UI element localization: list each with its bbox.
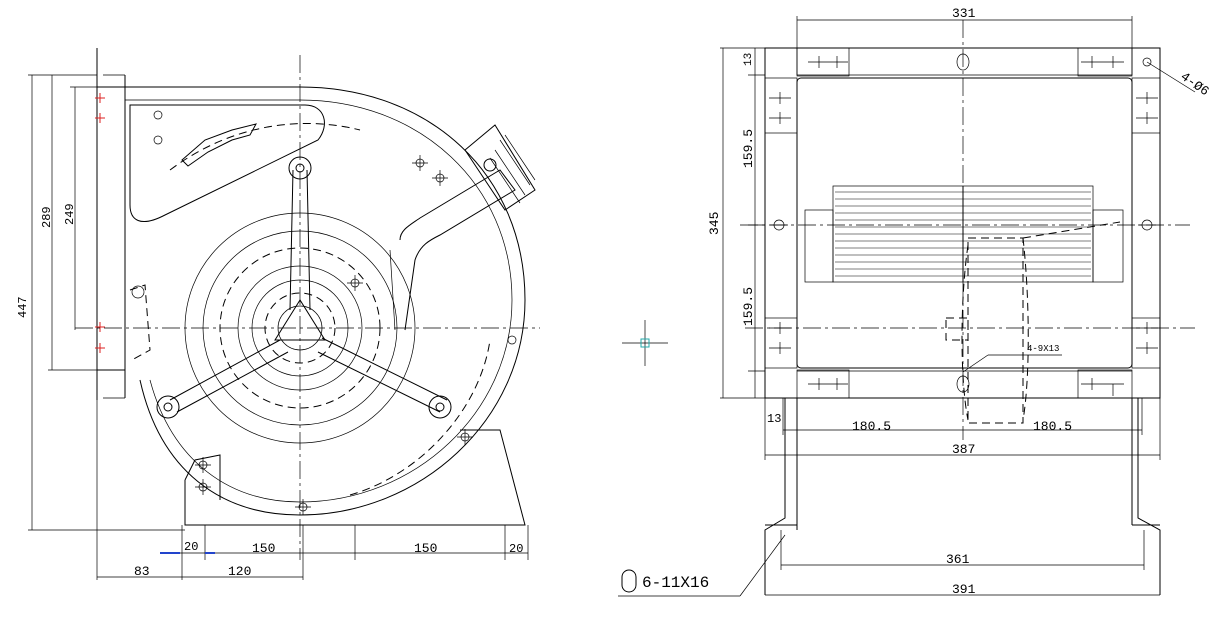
side-view: 447 289 249 20 150 150 20	[16, 48, 540, 580]
dim-text-20-left: 20	[184, 540, 198, 554]
flange-red-markers	[95, 93, 105, 353]
dim-text-387: 387	[952, 442, 975, 457]
terminal-box	[464, 124, 536, 211]
dim-text-159-5-top: 159.5	[741, 129, 756, 168]
dim-text-447: 447	[16, 296, 30, 318]
dim-text-13-top: 13	[743, 53, 755, 66]
front-flange-frame	[764, 47, 1161, 399]
corner-tabs	[764, 47, 1161, 399]
hole-note: 4-Ø6	[1146, 61, 1212, 99]
dim-249: 249	[63, 86, 97, 330]
dim-text-20-right: 20	[509, 542, 523, 556]
dim-bottom-row-2: 83 120	[96, 400, 304, 580]
dim-text-361: 361	[946, 552, 970, 567]
dim-text-159-5-bottom: 159.5	[741, 287, 756, 326]
dim-text-180-5-left: 180.5	[852, 419, 891, 434]
dim-text-150-right: 150	[414, 541, 437, 556]
dim-text-331: 331	[952, 6, 976, 21]
dim-289: 289	[40, 75, 97, 371]
center-marker	[622, 320, 668, 366]
slot-note-text: 4-9X13	[1027, 344, 1059, 354]
inlet-emboss-panel	[129, 104, 325, 223]
dim-text-150-left: 150	[252, 541, 275, 556]
dim-text-249: 249	[63, 203, 77, 225]
dim-left-stack: 13 159.5 345 159.5	[707, 47, 765, 399]
dim-387: 387	[764, 398, 1161, 460]
bolt-cross-marks	[195, 155, 517, 515]
hole-note-text: 4-Ø6	[1178, 69, 1212, 99]
scroll-housing-outer	[125, 86, 526, 516]
dim-447: 447	[16, 74, 185, 531]
dim-mid-row: 13 180.5 180.5	[767, 398, 1143, 435]
dim-331: 331	[796, 6, 1133, 75]
dim-361: 361	[780, 530, 1145, 570]
front-view: 4-9X13 4-Ø6 331 13 159.5 345 159.5	[618, 6, 1212, 597]
dim-391: 391	[765, 582, 1160, 597]
dim-text-180-5-right: 180.5	[1033, 419, 1072, 434]
dim-text-289: 289	[40, 206, 54, 228]
airflow-arrow-icon	[181, 123, 257, 167]
dim-text-83: 83	[134, 564, 150, 579]
base-slot-note-text: 6-11X16	[642, 574, 709, 592]
slot-note: 4-9X13	[962, 344, 1062, 373]
front-housing-box	[796, 77, 1133, 369]
outlet-duct	[399, 169, 516, 331]
dim-bottom-row-1: 20 150 150 20	[160, 525, 529, 560]
spider-arms	[156, 156, 452, 419]
dim-text-120: 120	[228, 564, 251, 579]
side-flange-plate	[96, 86, 126, 371]
motor-dashed	[945, 221, 1121, 424]
dim-text-345: 345	[707, 212, 722, 235]
dim-text-13-mid: 13	[767, 412, 781, 426]
base-foot	[184, 429, 526, 526]
dim-text-391: 391	[952, 582, 976, 597]
base-slot-note: 6-11X16	[618, 534, 786, 597]
